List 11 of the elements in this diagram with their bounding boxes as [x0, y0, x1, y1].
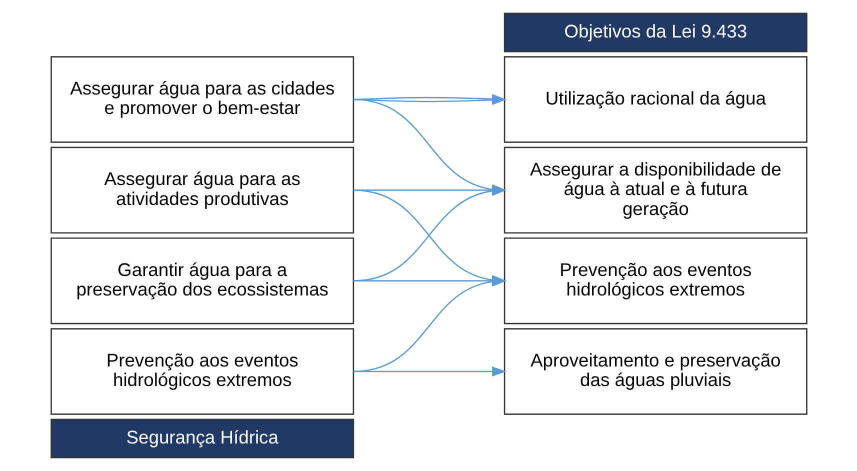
- node-box: Assegurar água para as atividades produtivas: [50, 146, 354, 234]
- node-box: Assegurar a disponibilidade de água à atual e à futura geração: [503, 146, 807, 234]
- arrow: [352, 366, 506, 377]
- node-box: Prevenção aos eventos hidrológicos extremos: [503, 237, 807, 324]
- node-box: Assegurar água para as cidades e promover o bem-estar: [50, 56, 354, 143]
- node-box: Objetivos da Lei 9.433: [503, 12, 807, 52]
- node-box: Garantir água para a preservação dos ecossistemas: [50, 237, 354, 324]
- node-box: Prevenção aos eventos hidrológicos extremos: [50, 328, 354, 415]
- node-box: Segurança Hídrica: [50, 418, 354, 458]
- node-box: Aproveitamento e preservação das águas pluviais: [503, 328, 807, 415]
- node-box: Utilização racional da água: [503, 56, 807, 143]
